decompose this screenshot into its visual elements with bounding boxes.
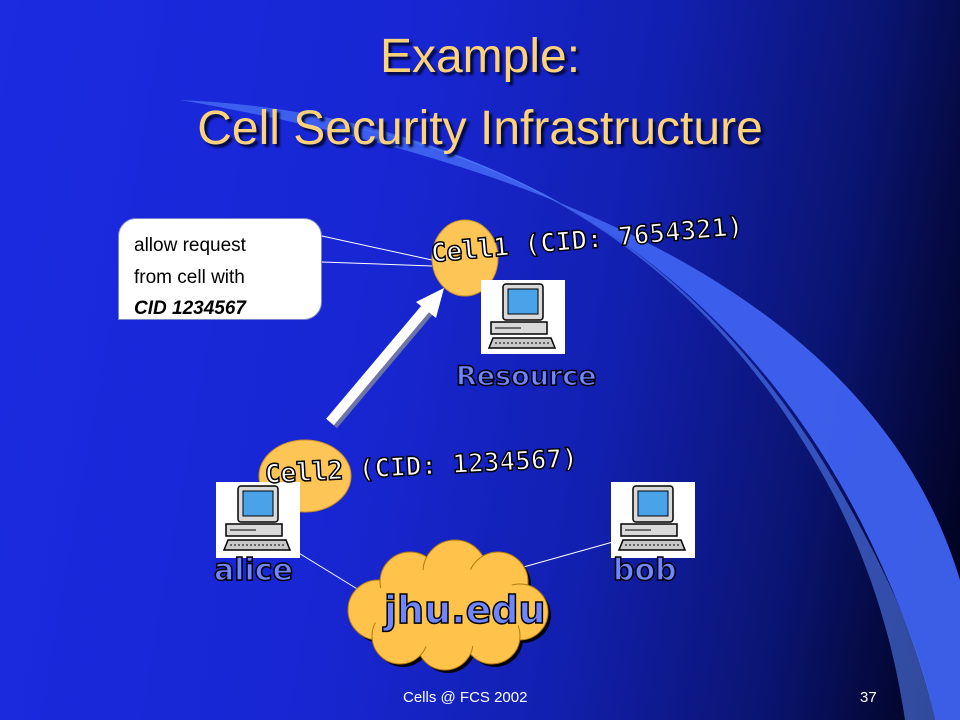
title-line-1: Example:	[379, 30, 581, 83]
callout-line-3: CID 1234567	[134, 298, 246, 319]
computer-icon-alice	[216, 482, 300, 558]
callout-pointer-top	[321, 235, 433, 261]
computer-icon-resource	[481, 280, 565, 354]
domain-label: jhu.edu	[383, 587, 546, 633]
callout-box	[118, 218, 322, 320]
resource-label: Resource	[455, 360, 597, 393]
footer-center: Cells @ FCS 2002	[403, 689, 528, 706]
callout-pointer-bottom	[321, 261, 433, 267]
link-bob-cloud	[519, 539, 621, 569]
alice-label: alice	[213, 552, 293, 589]
request-arrow-icon	[326, 288, 444, 429]
cell1-ellipse	[431, 219, 499, 297]
title-line-2: Cell Security Infrastructure	[197, 102, 763, 155]
callout-line-2: from cell with	[134, 267, 245, 288]
callout-line-1: allow request	[134, 235, 246, 256]
page-number: 37	[860, 689, 877, 706]
bob-label: bob	[612, 552, 677, 589]
computer-icon-bob	[611, 482, 695, 558]
cloud-shape	[347, 539, 551, 673]
